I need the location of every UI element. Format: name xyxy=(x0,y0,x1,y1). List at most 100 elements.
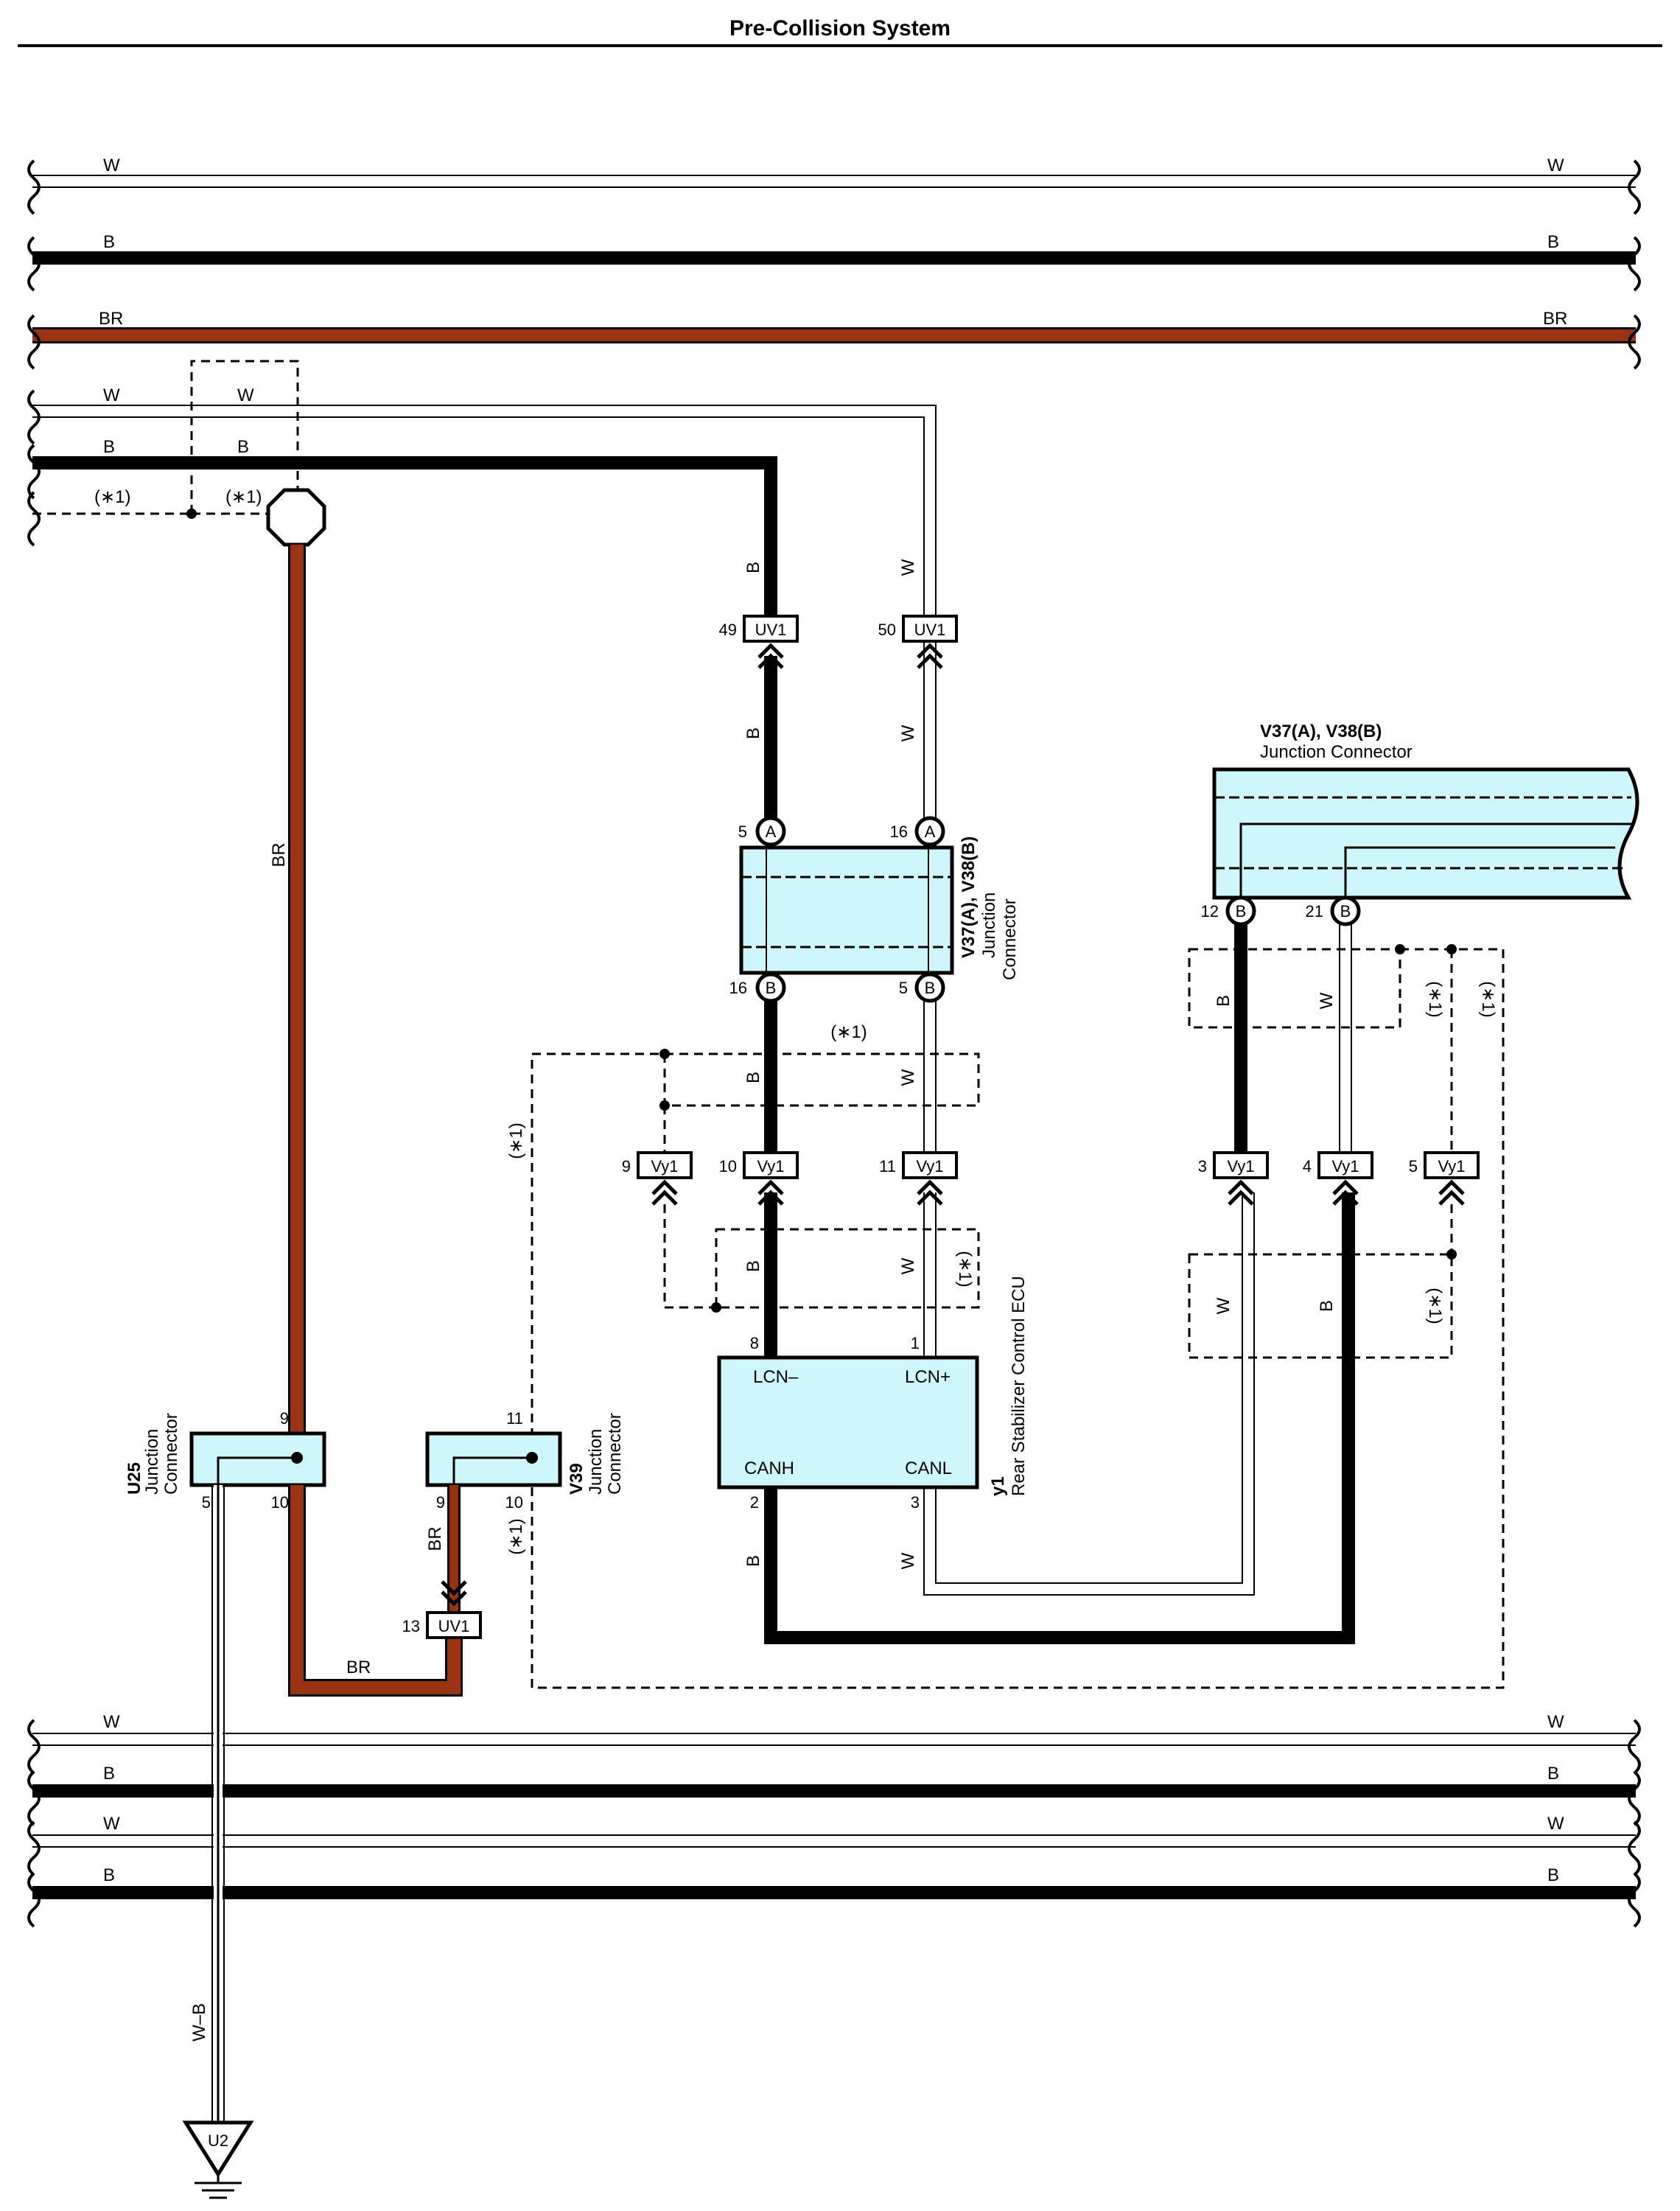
junction-u25-pin-9: 9 xyxy=(280,1409,289,1428)
junction-u25-code: U25 xyxy=(125,1462,144,1495)
wire-b-right-low-label: B xyxy=(1317,1300,1337,1312)
shield-loop-top-left xyxy=(190,360,299,514)
break-left-9 xyxy=(27,1820,41,1876)
br-vertical-label: BR xyxy=(269,842,289,867)
page-title: Pre-Collision System xyxy=(729,16,951,41)
splice-dot-mid-1 xyxy=(659,1049,670,1059)
ground-u2: U2 xyxy=(182,2120,254,2199)
br-bottom-label: BR xyxy=(346,1658,371,1677)
ecu-terminal-lcn-minus: LCN– xyxy=(753,1367,799,1387)
shield-box-right-top xyxy=(1188,948,1401,1029)
junction-mid-name-2: Connector xyxy=(1000,898,1020,980)
connector-uv1-49-name: UV1 xyxy=(755,621,787,639)
junction-u25-name-2: Connector xyxy=(161,1413,181,1495)
splice-dot-mid-3 xyxy=(711,1302,721,1313)
junction-right-line-2 xyxy=(1344,846,1615,898)
star1-label-2: (∗1) xyxy=(225,487,262,507)
bus-w-left-label: W xyxy=(103,156,120,175)
wire-b-label-2: B xyxy=(237,437,249,457)
ecu-terminal-canl: CANL xyxy=(905,1459,952,1478)
connector-vy1-4-pin: 4 xyxy=(1303,1157,1312,1176)
connector-vy1-3-name: Vy1 xyxy=(1227,1157,1254,1176)
shield-box-mid-top xyxy=(663,1052,980,1107)
octagon-splice xyxy=(266,488,326,547)
junction-mid-body xyxy=(739,845,954,975)
ecu-rear-stabilizer: LCN– LCN+ CANH CANL 8 1 2 3 y1 Rear Stab… xyxy=(717,1276,1029,1512)
wire-w-ecu-canl xyxy=(923,1192,1255,1596)
connector-uv1-50-name: UV1 xyxy=(914,621,946,639)
connector-vy1-3 xyxy=(1213,1151,1269,1179)
br-wire-left: BR xyxy=(269,545,306,1433)
bbus-w1-left-label: W xyxy=(103,1712,120,1732)
junction-mid-name-1: Junction xyxy=(979,893,999,958)
wire-w-right-top xyxy=(1339,924,1352,1164)
ground-triangle xyxy=(182,2120,254,2178)
wire-w-left-top-edge xyxy=(32,405,937,1117)
junction-connector-right: V37(A), V38(B) Junction Connector B 12 B… xyxy=(1201,722,1639,926)
shield-mid-top-label: (∗1) xyxy=(830,1022,867,1042)
wire-w-up-label: W xyxy=(898,1069,918,1086)
junction-mid-pin-a5-num: 5 xyxy=(738,822,747,841)
bbus-w1-right-label: W xyxy=(1547,1712,1564,1732)
break-left-5 xyxy=(27,444,41,500)
break-right-6 xyxy=(1628,1820,1641,1876)
wire-b-right-top-label: B xyxy=(1214,995,1233,1007)
junction-v39-code: V39 xyxy=(567,1463,587,1495)
break-left-1 xyxy=(27,159,41,215)
chevron-uv50 xyxy=(917,643,943,669)
connector-vy1-11-name: Vy1 xyxy=(916,1157,943,1176)
junction-right-pin-21 xyxy=(1330,895,1361,926)
connector-uv1-13-name: UV1 xyxy=(438,1617,470,1635)
junction-mid-pin-b5 xyxy=(914,972,945,1003)
bbus-w2-right-label: W xyxy=(1547,1814,1564,1834)
ecu-pin-1: 1 xyxy=(911,1334,920,1352)
break-left-7 xyxy=(27,1719,41,1775)
shield-mid-top: (∗1) (∗1) xyxy=(506,1022,980,1422)
connector-vy1-9 xyxy=(637,1151,693,1179)
shield-left-label: (∗1) xyxy=(506,1122,526,1159)
junction-right-code: V37(A), V38(B) xyxy=(1260,722,1382,741)
break-right-7 xyxy=(1628,1872,1641,1928)
junction-right-pin-21-num: 21 xyxy=(1306,902,1323,921)
junction-v39-body xyxy=(425,1431,562,1487)
junction-u25: 9 5 10 U25 Junction Connector xyxy=(125,1409,326,1512)
shield-mid-low-label: (∗1) xyxy=(955,1251,975,1287)
break-left-8 xyxy=(27,1770,41,1826)
splice-dot-right-1 xyxy=(1395,944,1405,954)
connector-uv1-50 xyxy=(902,615,958,643)
connector-vy1-5-name: Vy1 xyxy=(1438,1157,1465,1176)
junction-u25-dot xyxy=(291,1452,303,1464)
left-bus-group: W W B B (∗1) (∗1) xyxy=(32,360,937,1117)
wire-w-uv50-label: W xyxy=(898,559,918,576)
break-left-4 xyxy=(27,389,41,445)
break-left-6 xyxy=(27,491,41,547)
ecu-name: Rear Stabilizer Control ECU xyxy=(1009,1276,1029,1496)
bus-br-right-label: BR xyxy=(1543,309,1567,329)
break-left-2 xyxy=(27,236,41,292)
shield-v39-label: (∗1) xyxy=(506,1518,526,1554)
shield-mid-low: (∗1) xyxy=(663,1204,980,1313)
connector-vy1-5 xyxy=(1424,1151,1480,1179)
break-right-3 xyxy=(1628,314,1641,370)
wire-b-left xyxy=(32,456,777,641)
ecu-pin-2: 2 xyxy=(750,1493,759,1512)
junction-right-pin-12-letter: B xyxy=(1236,902,1247,921)
wire-w-low-label: W xyxy=(898,1257,918,1274)
bbus-b1-left-label: B xyxy=(103,1764,115,1784)
ecu-body xyxy=(717,1355,979,1489)
chevron-vy11 xyxy=(917,1179,943,1206)
junction-v39-name-2: Connector xyxy=(605,1413,625,1495)
junction-v39-dot xyxy=(526,1452,538,1464)
connector-vy1-3-pin: 3 xyxy=(1198,1157,1207,1176)
shield-box-mid-low xyxy=(715,1228,980,1309)
wire-b-ecu-bottom-label: B xyxy=(743,1555,763,1567)
bbus-b2-left-label: B xyxy=(103,1865,115,1885)
junction-mid-pin-b16-num: 16 xyxy=(729,979,747,997)
connector-uv1-49-pin: 49 xyxy=(719,621,737,639)
ground-code: U2 xyxy=(208,2131,228,2150)
junction-mid-pin-b5-letter: B xyxy=(925,979,936,997)
bbus-b2-right-label: B xyxy=(1547,1865,1559,1885)
junction-mid-pin-a16-letter: A xyxy=(925,822,936,841)
vy1-left-connectors: Vy1 9 Vy1 10 Vy1 11 xyxy=(622,1151,958,1206)
wire-w-mid-label: W xyxy=(898,724,918,741)
